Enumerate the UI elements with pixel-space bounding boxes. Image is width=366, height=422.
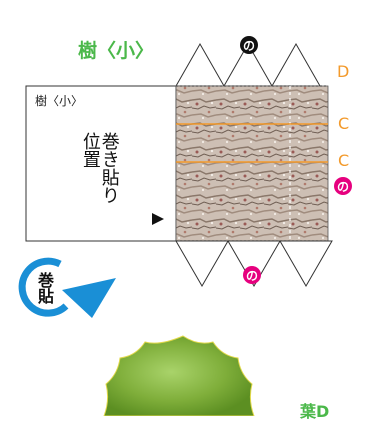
- bottom-tabs: [175, 240, 333, 287]
- wrap-instruction: 巻き貼り 位置: [79, 132, 120, 204]
- panel-label: 樹〈小〉: [35, 94, 84, 108]
- instruction-line-1: 巻き貼り: [98, 132, 120, 204]
- page-title: 樹〈小〉: [78, 40, 155, 62]
- bottom-no-mark: の: [243, 266, 261, 284]
- position-arrow: [152, 213, 164, 225]
- bark-panel: [175, 85, 329, 242]
- label-c-2: C: [338, 151, 350, 170]
- leaf-label: 葉D: [300, 402, 330, 421]
- top-no-mark: の: [240, 36, 258, 54]
- label-c-1: C: [338, 114, 350, 133]
- label-d: D: [337, 62, 350, 81]
- rotate-arrow-icon: [18, 257, 116, 318]
- top-tabs: [175, 42, 321, 87]
- right-no-mark: の: [334, 177, 352, 195]
- instruction-line-2: 位置: [79, 132, 101, 168]
- rotate-label: 巻貼: [35, 272, 54, 304]
- leaf-shape: [103, 335, 255, 416]
